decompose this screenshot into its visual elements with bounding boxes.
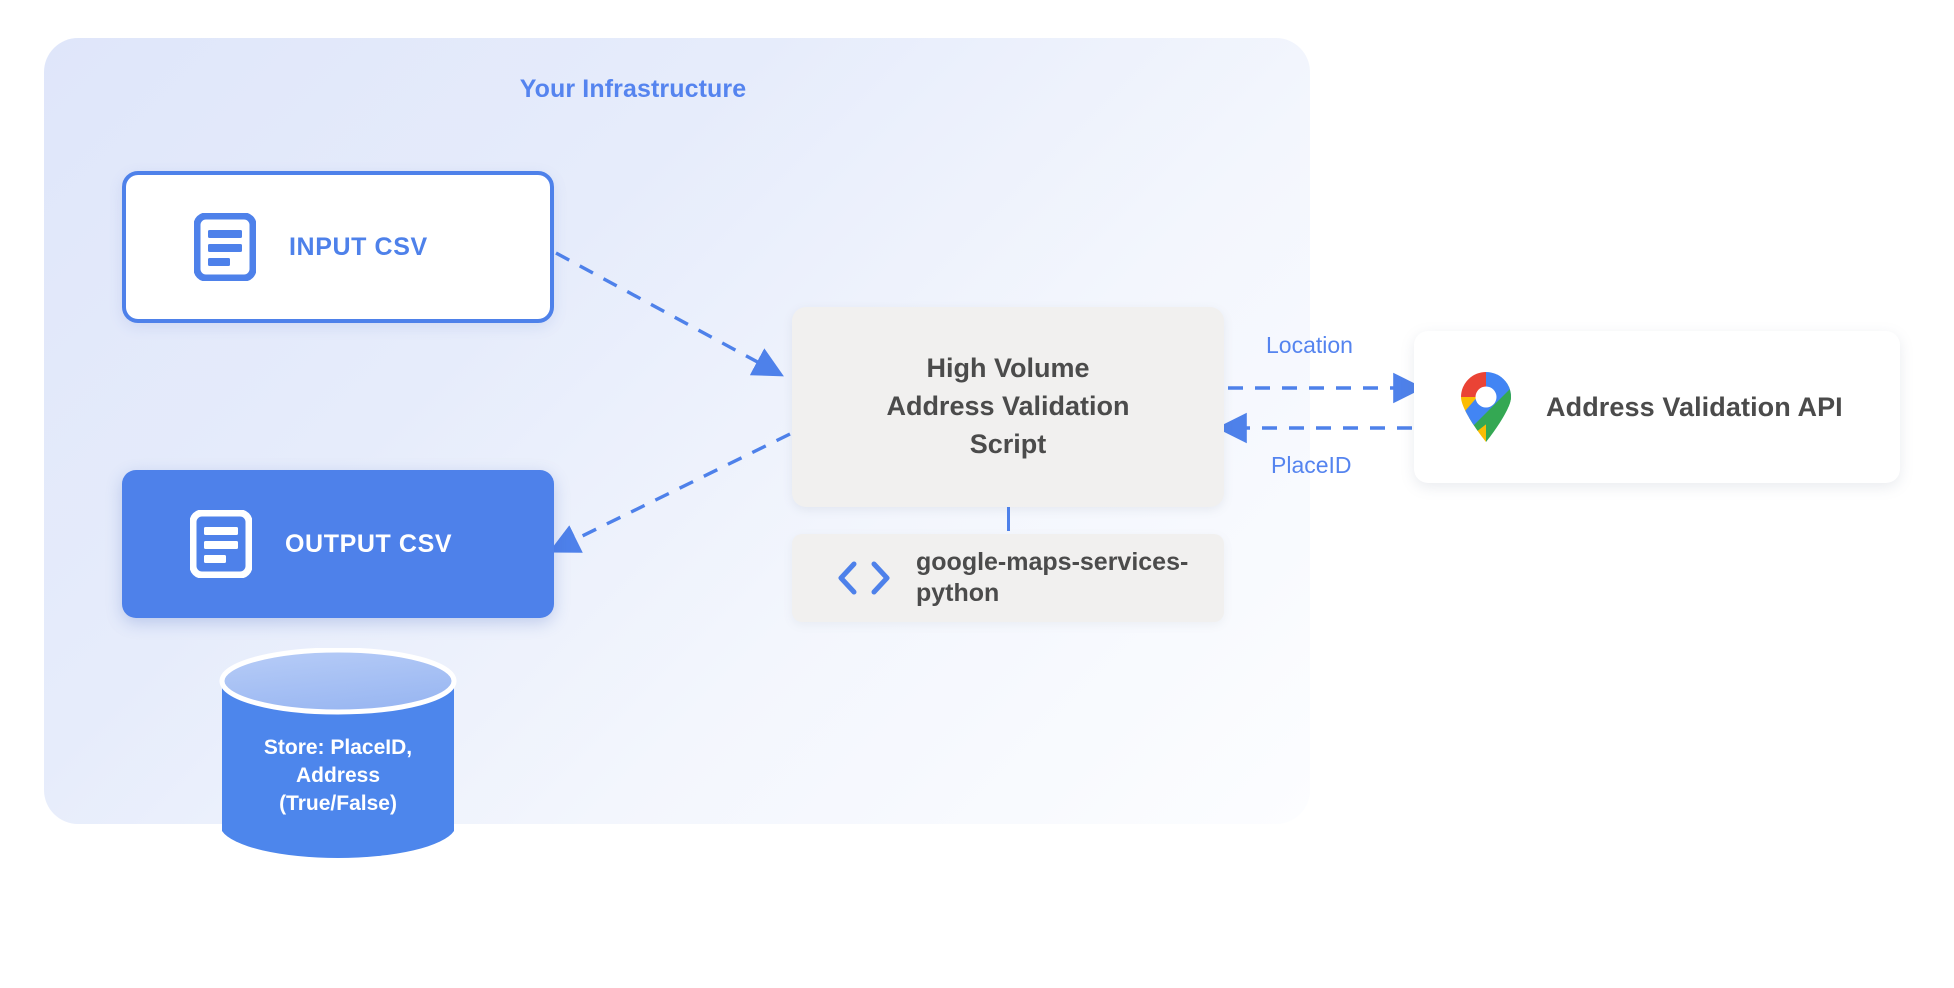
script-label-line3: Script	[969, 428, 1047, 459]
database-cylinder-icon	[219, 647, 457, 858]
address-validation-api-node[interactable]: Address Validation API	[1414, 331, 1900, 483]
script-label-line2: Address Validation	[886, 391, 1130, 422]
input-csv-node[interactable]: INPUT CSV	[122, 171, 554, 323]
edge-label-location: Location	[1266, 332, 1353, 358]
script-node[interactable]: High Volume Address Validation Script	[792, 307, 1224, 507]
panel-title: Your Infrastructure	[519, 75, 747, 103]
document-icon	[190, 510, 252, 578]
edge-label-placeid: PlaceID	[1271, 452, 1352, 478]
library-label: google-maps-services-python	[916, 547, 1189, 608]
output-csv-node[interactable]: OUTPUT CSV	[122, 470, 554, 618]
google-maps-pin-icon	[1461, 372, 1511, 442]
library-node[interactable]: google-maps-services-python	[792, 534, 1224, 622]
script-library-connector	[1007, 507, 1010, 531]
output-csv-label: OUTPUT CSV	[285, 529, 453, 558]
database-node[interactable]: Store: PlaceID, Address (True/False)	[216, 647, 460, 864]
document-icon	[194, 213, 256, 281]
code-brackets-icon	[838, 561, 890, 595]
api-label: Address Validation API	[1546, 391, 1843, 422]
script-label-line1: High Volume	[926, 353, 1090, 384]
input-csv-label: INPUT CSV	[289, 232, 428, 261]
